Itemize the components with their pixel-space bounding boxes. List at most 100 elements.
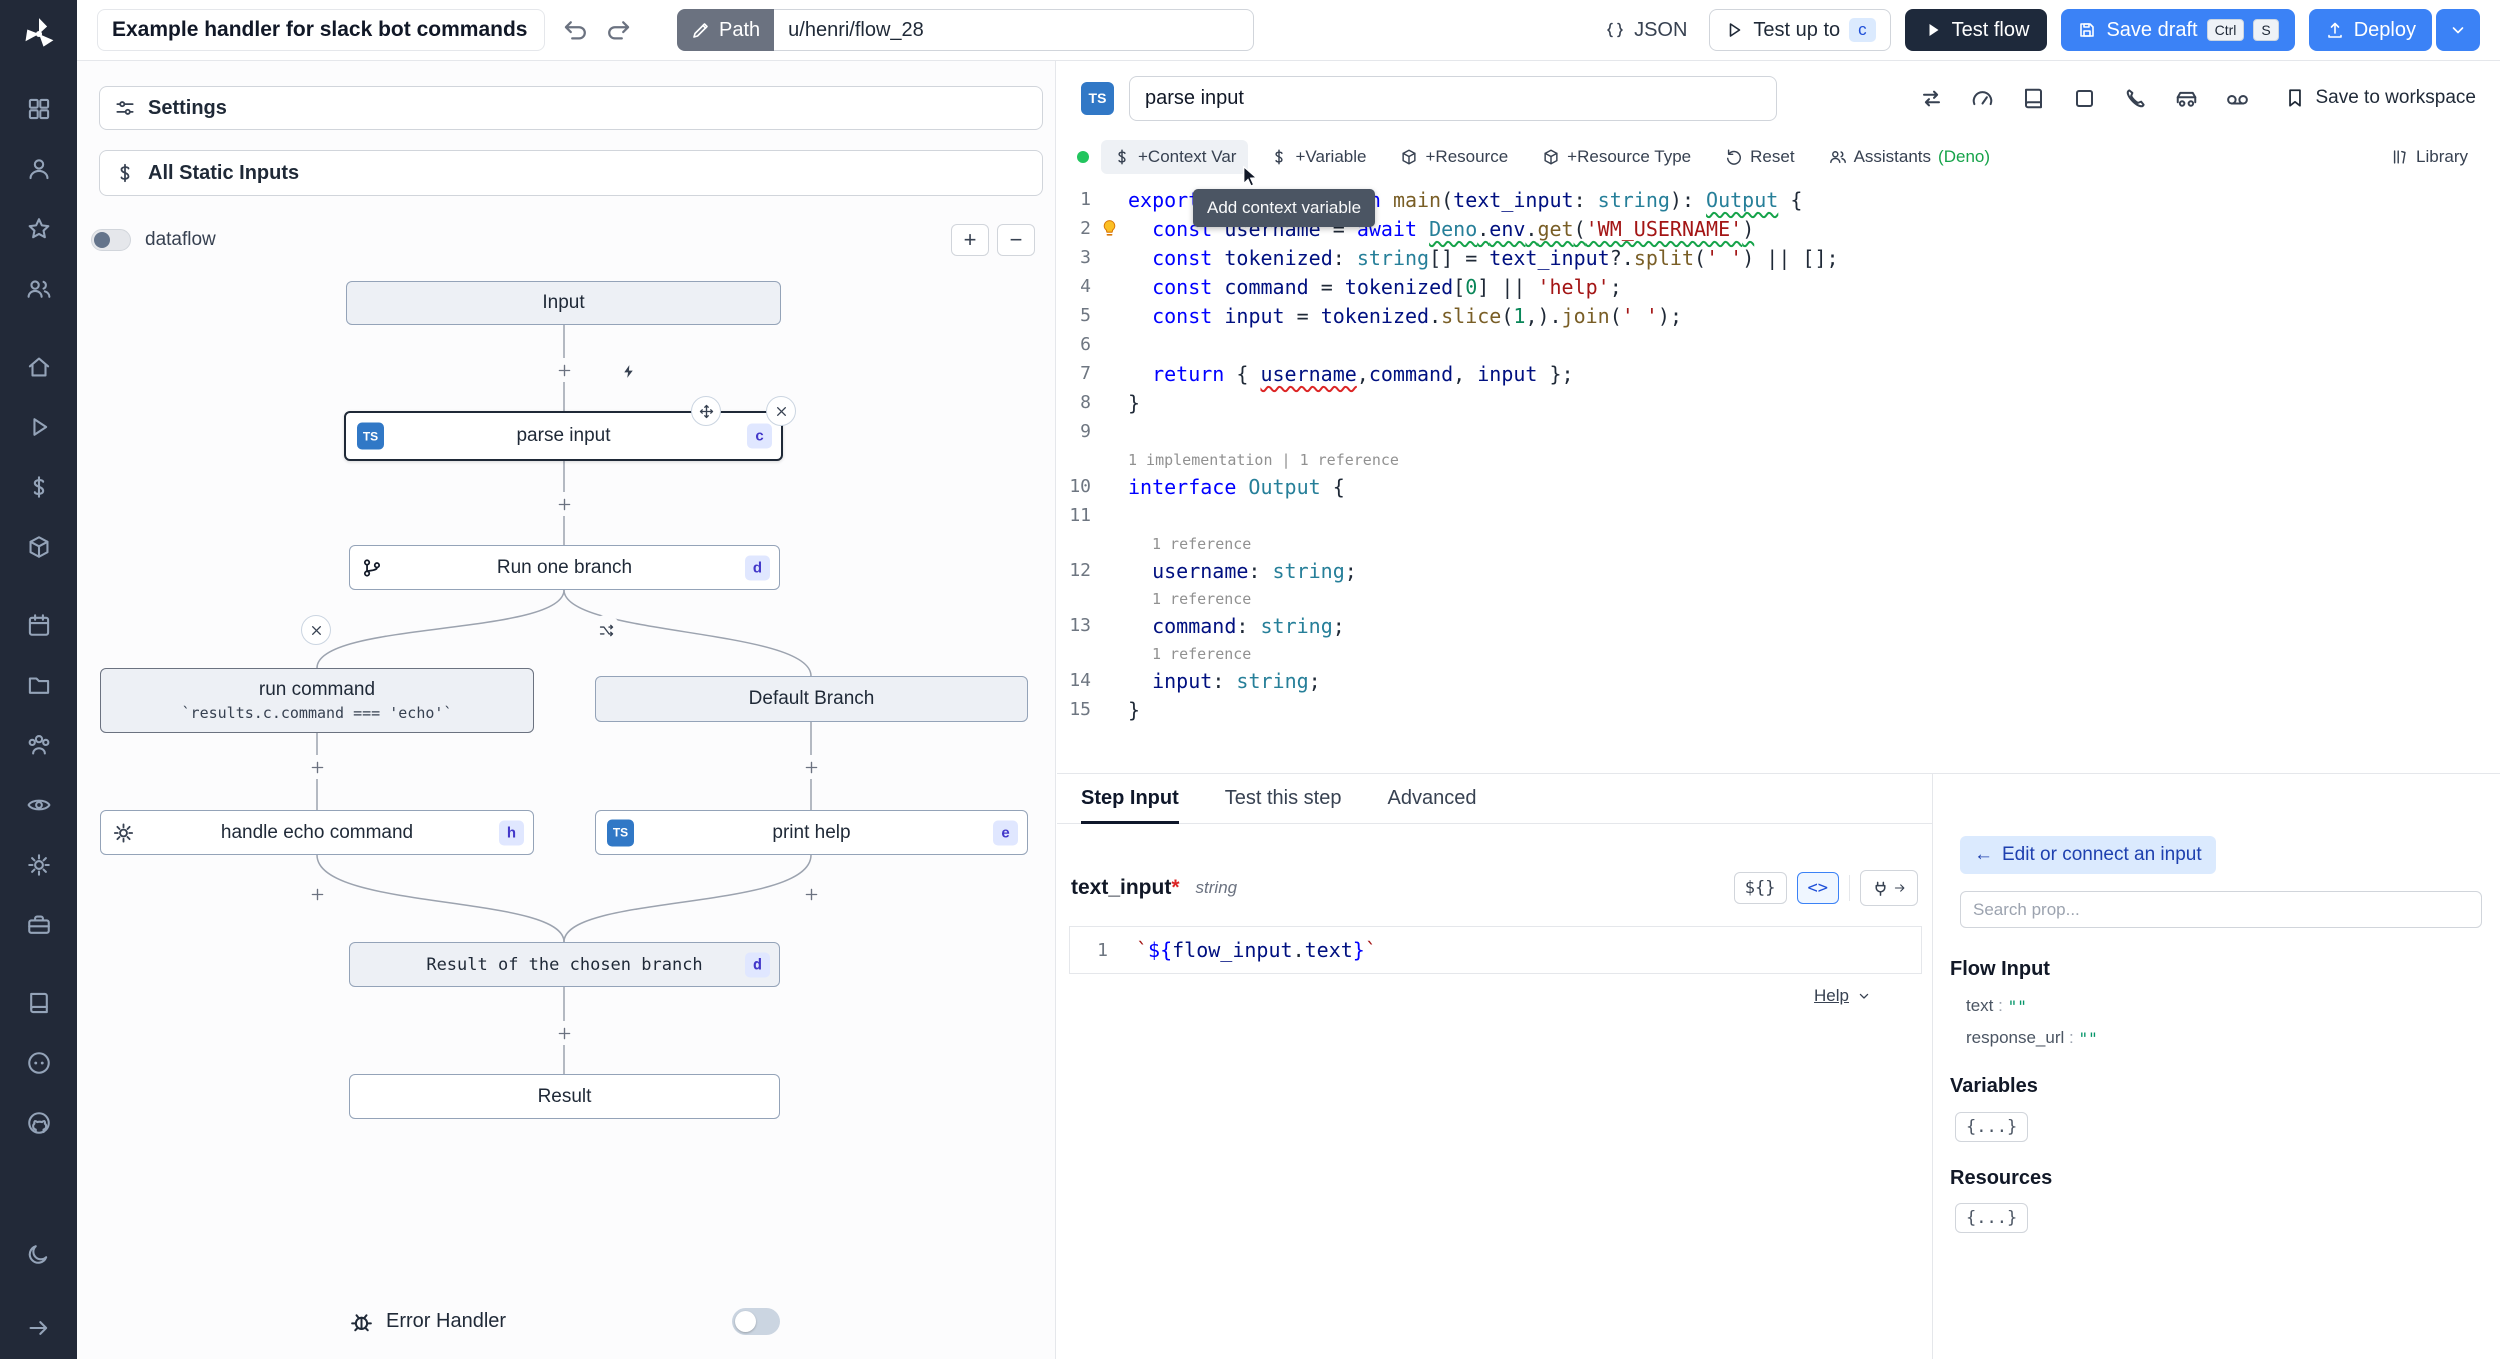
group-icon[interactable]: [26, 732, 52, 758]
save-draft-button[interactable]: Save draft Ctrl S: [2061, 9, 2295, 51]
code-line[interactable]: 14 input: string;: [1069, 668, 1321, 693]
flow-settings-button[interactable]: Settings: [99, 86, 1043, 130]
code-line[interactable]: 15}: [1069, 697, 1141, 722]
input-expression-editor[interactable]: 1 `${flow_input.text}`: [1069, 926, 1922, 974]
add-context-var-button[interactable]: +Context Var: [1101, 140, 1249, 174]
assistants-button[interactable]: Assistants (Deno): [1817, 140, 2002, 174]
add-step-icon[interactable]: [305, 882, 329, 906]
deploy-button[interactable]: Deploy: [2308, 9, 2432, 51]
error-handler-toggle[interactable]: [732, 1308, 780, 1335]
box-icon[interactable]: [2072, 86, 2097, 111]
code-line[interactable]: 6: [1080, 334, 1091, 355]
dataflow-toggle[interactable]: [91, 229, 131, 251]
dollar-icon[interactable]: [26, 474, 52, 500]
add-variable-button[interactable]: +Variable: [1258, 140, 1378, 174]
codelens[interactable]: 1 reference: [1152, 590, 1252, 608]
library-button[interactable]: Library: [2379, 140, 2480, 174]
users-icon[interactable]: [26, 276, 52, 302]
toolbox-icon[interactable]: [26, 912, 52, 938]
code-line[interactable]: 12 username: string;: [1069, 558, 1357, 583]
code-line[interactable]: 2 const username = await Deno.env.get('W…: [1080, 216, 1755, 242]
code-line[interactable]: 13 command: string;: [1069, 613, 1345, 638]
flow-input-prop[interactable]: response_url : "": [1966, 1028, 2098, 1048]
windmill-logo-icon[interactable]: [21, 16, 57, 52]
json-button[interactable]: JSON: [1597, 9, 1695, 51]
star-icon[interactable]: [26, 216, 52, 242]
edit-or-connect-button[interactable]: ← Edit or connect an input: [1960, 836, 2216, 874]
all-static-inputs-button[interactable]: All Static Inputs: [99, 150, 1043, 196]
cube-icon[interactable]: [26, 534, 52, 560]
redo-icon[interactable]: [605, 16, 633, 44]
node-input[interactable]: Input: [346, 281, 781, 325]
node-handle-echo-command[interactable]: handle echo command h: [100, 810, 534, 855]
code-line[interactable]: 5 const input = tokenized.slice(1,).join…: [1080, 303, 1682, 328]
step-name-input[interactable]: parse input: [1129, 75, 1777, 121]
code-mode-button[interactable]: <>: [1796, 872, 1839, 904]
add-step-icon[interactable]: [552, 492, 576, 516]
reset-button[interactable]: Reset: [1713, 140, 1806, 174]
add-step-icon[interactable]: [552, 1021, 576, 1045]
book-icon[interactable]: [26, 990, 52, 1016]
tab-test-this-step[interactable]: Test this step: [1224, 787, 1342, 809]
zoom-out-button[interactable]: −: [997, 224, 1035, 256]
zoom-in-button[interactable]: +: [951, 224, 989, 256]
phone-icon[interactable]: [2123, 86, 2148, 111]
vehicle-icon[interactable]: [2174, 86, 2199, 111]
home-icon[interactable]: [26, 354, 52, 380]
tab-step-input[interactable]: Step Input: [1081, 774, 1179, 824]
test-flow-button[interactable]: Test flow: [1904, 9, 2048, 51]
arrow-right-icon[interactable]: [26, 1315, 52, 1341]
voicemail-icon[interactable]: [2225, 86, 2250, 111]
branch-shuffle-icon[interactable]: [591, 615, 621, 645]
code-line[interactable]: 8}: [1080, 390, 1141, 415]
test-up-to-button[interactable]: Test up to c: [1709, 9, 1891, 51]
code-line[interactable]: 7 return { username,command, input };: [1080, 361, 1574, 386]
node-run-command-branch[interactable]: run command `results.c.command === 'echo…: [100, 668, 534, 733]
node-print-help[interactable]: TS print help e: [595, 810, 1028, 855]
add-step-icon[interactable]: [305, 755, 329, 779]
resources-object-chip[interactable]: {...}: [1955, 1203, 2029, 1233]
calendar-icon[interactable]: [26, 612, 52, 638]
undo-icon[interactable]: [561, 16, 589, 44]
add-resource-button[interactable]: +Resource: [1388, 140, 1520, 174]
codelens[interactable]: 1 implementation | 1 reference: [1128, 451, 1399, 469]
code-line[interactable]: 4 const command = tokenized[0] || 'help'…: [1080, 274, 1622, 299]
book-icon[interactable]: [2021, 86, 2046, 111]
move-step-icon[interactable]: [691, 396, 721, 426]
delete-step-icon[interactable]: [766, 396, 796, 426]
eye-icon[interactable]: [26, 792, 52, 818]
tab-advanced[interactable]: Advanced: [1387, 787, 1477, 809]
flow-title-input[interactable]: Example handler for slack bot commands: [97, 9, 545, 51]
grid-icon[interactable]: [26, 96, 52, 122]
flow-input-prop[interactable]: text : "": [1966, 996, 2027, 1016]
search-prop-input[interactable]: [1960, 891, 2482, 928]
add-trigger-bolt-icon[interactable]: [613, 356, 643, 386]
user-icon[interactable]: [26, 156, 52, 182]
connect-input-button[interactable]: [1860, 870, 1918, 906]
gauge-icon[interactable]: [1970, 86, 1995, 111]
code-line[interactable]: 11: [1069, 505, 1091, 526]
quickfix-bulb-icon[interactable]: [1091, 216, 1128, 242]
moon-icon[interactable]: [26, 1241, 52, 1267]
discord-icon[interactable]: [26, 1050, 52, 1076]
code-line[interactable]: 9: [1080, 421, 1091, 442]
node-result[interactable]: Result: [349, 1074, 780, 1119]
gear-icon[interactable]: [26, 852, 52, 878]
play-icon[interactable]: [26, 414, 52, 440]
add-step-icon[interactable]: [799, 755, 823, 779]
diff-icon[interactable]: [1919, 86, 1944, 111]
help-link[interactable]: Help: [1814, 986, 1872, 1006]
codelens[interactable]: 1 reference: [1152, 535, 1252, 553]
code-line[interactable]: 3 const tokenized: string[] = text_input…: [1080, 245, 1839, 270]
folder-icon[interactable]: [26, 672, 52, 698]
path-input[interactable]: u/henri/flow_28: [774, 9, 1255, 51]
variables-object-chip[interactable]: {...}: [1955, 1112, 2029, 1142]
save-to-workspace-button[interactable]: Save to workspace: [2284, 87, 2476, 109]
interpolate-mode-button[interactable]: ${}: [1733, 872, 1787, 904]
deploy-dropdown-button[interactable]: [2436, 9, 2480, 51]
add-step-icon[interactable]: [552, 358, 576, 382]
add-resource-type-button[interactable]: +Resource Type: [1530, 140, 1703, 174]
github-icon[interactable]: [26, 1110, 52, 1136]
node-default-branch[interactable]: Default Branch: [595, 676, 1028, 722]
